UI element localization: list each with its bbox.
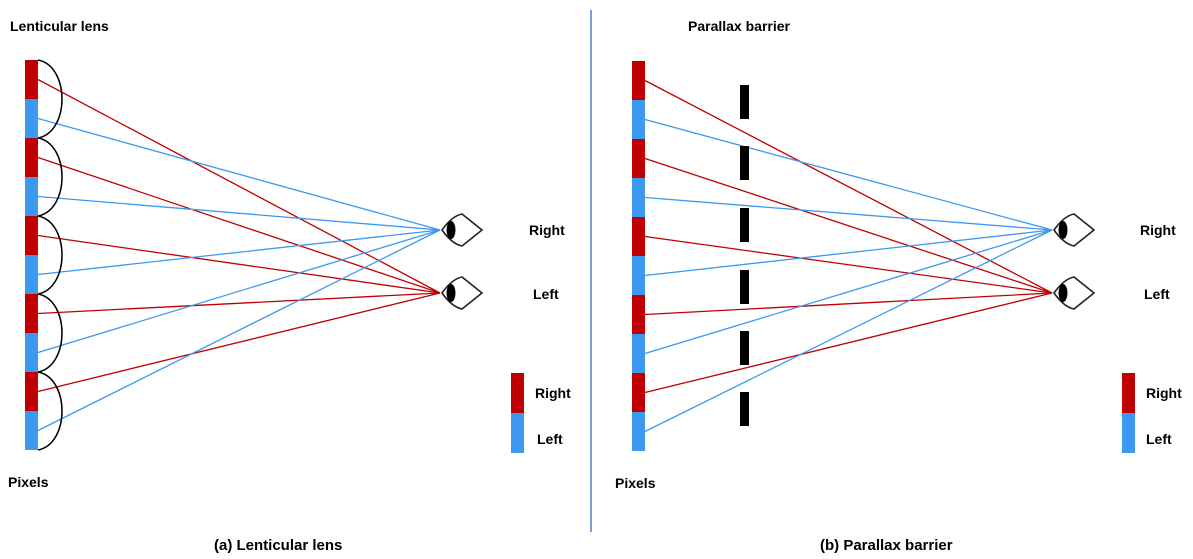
- caption-a: (a) Lenticular lens: [214, 537, 343, 554]
- b-ray-right-1: [644, 157, 1053, 294]
- panel-b-pixel-column: [632, 61, 645, 451]
- panel-b-eyes: [1053, 213, 1096, 310]
- pixels-label-a: Pixels: [8, 474, 49, 490]
- legend-left-label-b: Left: [1146, 431, 1172, 447]
- b-ray-right-3: [644, 292, 1053, 316]
- panel-b-rays: [644, 79, 1053, 433]
- barrier-segment-1: [740, 146, 749, 180]
- panel-a-eyes: [441, 213, 484, 310]
- legend-right-label-b: Right: [1146, 385, 1182, 401]
- a-ray-right-2: [37, 234, 441, 294]
- barrier-segment-0: [740, 85, 749, 119]
- b-pixel-left-2: [632, 256, 645, 295]
- a-pixel-right-0: [25, 60, 38, 99]
- lenticular-lens-4: [37, 371, 63, 451]
- b-pixel-right-2: [632, 217, 645, 256]
- legend-right-swatch-b: [1122, 373, 1135, 413]
- eye-left-label-a: Left: [533, 286, 559, 302]
- b-pixel-right-1: [632, 139, 645, 178]
- eye-right-label-b: Right: [1140, 222, 1176, 238]
- right-eye-icon-b: [1053, 213, 1096, 247]
- left-eye-icon-a: [441, 276, 484, 310]
- panel-a-pixel-column: [25, 60, 38, 450]
- barrier-segment-4: [740, 331, 749, 365]
- b-ray-right-2: [644, 235, 1053, 294]
- lenticular-lens-3: [37, 293, 63, 373]
- b-pixel-right-4: [632, 373, 645, 412]
- panel-a-rays: [37, 78, 441, 432]
- lenticular-lens-0: [37, 59, 63, 139]
- b-pixel-right-3: [632, 295, 645, 334]
- b-pixel-left-3: [632, 334, 645, 373]
- barrier-segment-2: [740, 208, 749, 242]
- b-pixel-right-0: [632, 61, 645, 100]
- a-pixel-right-4: [25, 372, 38, 411]
- b-pixel-left-4: [632, 412, 645, 451]
- caption-b: (b) Parallax barrier: [820, 537, 953, 554]
- a-pixel-left-3: [25, 333, 38, 372]
- b-ray-right-4: [644, 292, 1053, 394]
- b-ray-left-0: [644, 118, 1053, 231]
- b-pixel-left-0: [632, 100, 645, 139]
- barrier-segment-5: [740, 392, 749, 426]
- a-ray-left-1: [37, 195, 441, 231]
- panel-b-legend: [1122, 373, 1135, 453]
- lenticular-lens-label: Lenticular lens: [10, 18, 109, 34]
- legend-right-label-a: Right: [535, 385, 571, 401]
- a-pixel-left-0: [25, 99, 38, 138]
- pixels-label-b: Pixels: [615, 475, 656, 491]
- b-ray-left-1: [644, 196, 1053, 231]
- a-ray-left-4: [37, 229, 441, 432]
- a-ray-left-0: [37, 117, 441, 231]
- legend-left-swatch-b: [1122, 413, 1135, 453]
- lenticular-lens-1: [37, 137, 63, 217]
- panel-a-legend: [511, 373, 524, 453]
- parallax-barrier-label: Parallax barrier: [688, 18, 790, 34]
- legend-left-label-a: Left: [537, 431, 563, 447]
- barrier-segment-3: [740, 270, 749, 304]
- left-eye-icon-b: [1053, 276, 1096, 310]
- right-eye-icon-a: [441, 213, 484, 247]
- a-pixel-right-2: [25, 216, 38, 255]
- a-ray-right-1: [37, 156, 441, 294]
- b-ray-left-2: [644, 229, 1053, 277]
- lenticular-lens-2: [37, 215, 63, 295]
- a-ray-right-0: [37, 78, 441, 294]
- eye-right-label-a: Right: [529, 222, 565, 238]
- a-ray-left-2: [37, 229, 441, 276]
- b-pixel-left-1: [632, 178, 645, 217]
- legend-right-swatch-a: [511, 373, 524, 413]
- a-pixel-right-1: [25, 138, 38, 177]
- a-pixel-right-3: [25, 294, 38, 333]
- b-ray-left-4: [644, 229, 1053, 433]
- a-ray-left-3: [37, 229, 441, 354]
- b-ray-left-3: [644, 229, 1053, 355]
- a-pixel-left-1: [25, 177, 38, 216]
- b-ray-right-0: [644, 79, 1053, 294]
- panel-b-parallax-barrier: [740, 85, 749, 426]
- a-pixel-left-4: [25, 411, 38, 450]
- eye-left-label-b: Left: [1144, 286, 1170, 302]
- panel-a-lenticular-lenses: [37, 59, 63, 451]
- a-pixel-left-2: [25, 255, 38, 294]
- a-ray-right-3: [37, 292, 441, 315]
- legend-left-swatch-a: [511, 413, 524, 453]
- a-ray-right-4: [37, 292, 441, 393]
